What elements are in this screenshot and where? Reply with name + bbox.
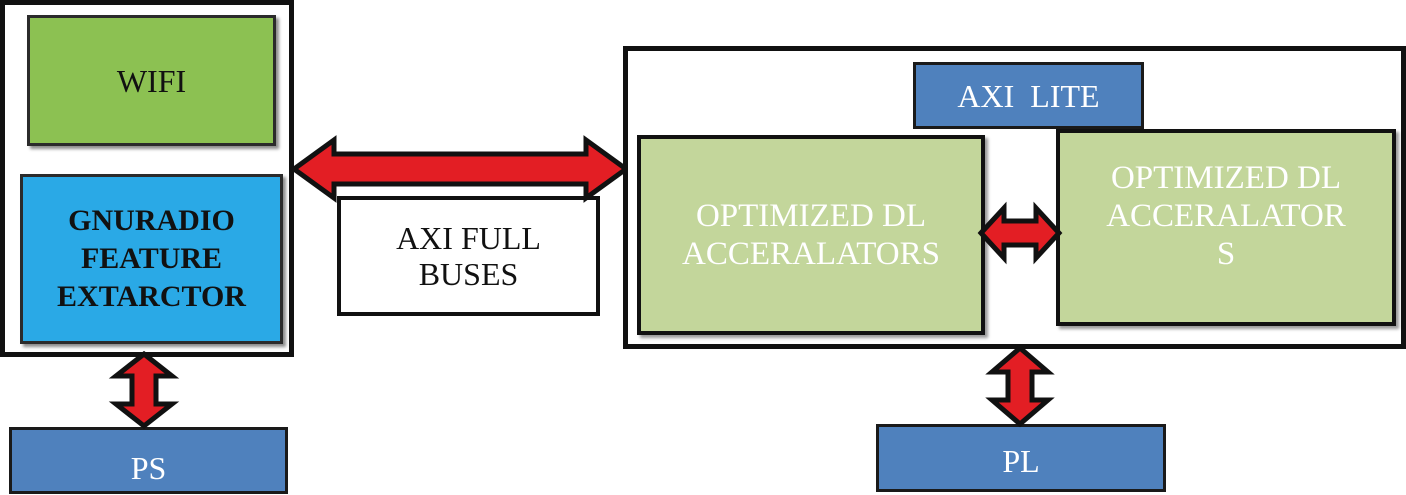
accelerator-2-line-3: S [1216,236,1236,273]
feature-extractor-line-1: GNURADIO [68,204,235,237]
axi-lite-block: AXI LITE [913,62,1144,129]
pl-double-arrow-shape [985,344,1055,428]
accelerator-1-line-2: ACCERALATORS [682,236,940,272]
feature-extractor-label: GNURADIO FEATURE EXTARCTOR [23,202,280,316]
axi-full-double-arrow-shape [289,135,631,203]
accelerator-block-1: OPTIMIZED DL ACCERALATORS [637,135,985,335]
ps-label: PS [130,449,167,486]
feature-extractor-line-2: FEATURE [80,242,223,275]
axi-lite-label: AXI LITE [957,77,1100,114]
axi-full-buses-block: AXI FULL BUSES [337,196,600,316]
accelerator-2-line-2: ACCERALATOR [1106,198,1346,235]
axi-full-buses-label: AXI FULL BUSES [341,220,596,292]
accelerator-double-arrow [977,201,1063,265]
accelerator-1-label: OPTIMIZED DL ACCERALATORS [641,197,981,273]
accelerator-2-line-1: OPTIMIZED DL [1110,160,1342,197]
ps-double-arrow-shape [108,350,180,430]
axi-full-double-arrow [289,135,631,203]
axi-full-buses-line-1: AXI FULL [396,220,541,256]
pl-double-arrow [985,344,1055,428]
accelerator-block-2: OPTIMIZED DL ACCERALATOR S [1056,129,1396,326]
wifi-block: WIFI [27,15,276,146]
feature-extractor-line-3: EXTARCTOR [57,280,246,313]
ps-block: PS [9,427,288,494]
accelerator-1-line-1: OPTIMIZED DL [695,198,927,234]
ps-double-arrow [108,350,180,430]
wifi-label: WIFI [116,62,187,99]
pl-label: PL [1002,443,1040,480]
accelerator-double-arrow-shape [977,201,1063,265]
axi-full-buses-line-2: BUSES [418,256,519,292]
pl-block: PL [876,424,1166,492]
feature-extractor-block: GNURADIO FEATURE EXTARCTOR [20,174,283,344]
accelerator-2-label: OPTIMIZED DL ACCERALATOR S [1060,159,1392,273]
